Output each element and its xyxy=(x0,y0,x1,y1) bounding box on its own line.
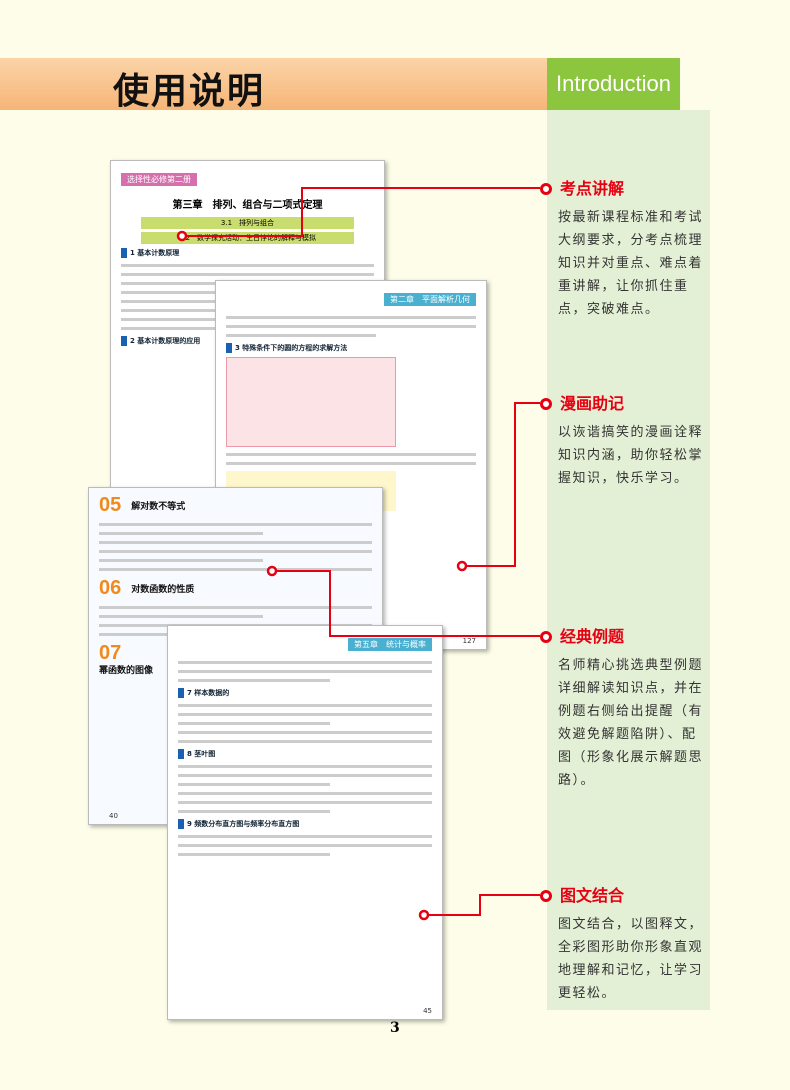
sample-page-4: 第五章 统计与概率 7 样本数据的 8 茎叶图 9 频数分布直方图与频率分布直方… xyxy=(167,625,443,1020)
feature-examples: 经典例题 名师精心挑选典型例题详细解读知识点，并在例题右侧给出提醒（有效避免解题… xyxy=(540,626,715,792)
introduction-label: Introduction xyxy=(547,58,680,110)
circle-bullet-icon xyxy=(540,398,552,410)
page-tag: 选择性必修第二册 xyxy=(121,173,197,186)
feature-text: 按最新课程标准和考试大纲要求，分考点梳理知识并对重点、难点着重讲解，让你抓住重点… xyxy=(558,210,704,317)
feature-exam-points: 考点讲解 按最新课程标准和考试大纲要求，分考点梳理知识并对重点、难点着重讲解，让… xyxy=(540,178,715,321)
section-title: 3.2 数学探究活动：生日悖论的解释与模拟 xyxy=(141,232,354,244)
knowledge-point: 7 样本数据的 xyxy=(178,688,432,698)
knowledge-point: 8 茎叶图 xyxy=(178,749,432,759)
section-title: 3.1 排列与组合 xyxy=(141,217,354,229)
circle-bullet-icon xyxy=(540,890,552,902)
feature-title: 考点讲解 xyxy=(560,179,625,198)
feature-title: 漫画助记 xyxy=(560,394,625,413)
feature-comics: 漫画助记 以诙谐搞笑的漫画诠释知识内涵，助你轻松掌握知识，快乐学习。 xyxy=(540,393,715,490)
feature-column xyxy=(547,110,710,1010)
knowledge-point: 9 频数分布直方图与频率分布直方图 xyxy=(178,819,432,829)
page-number: 3 xyxy=(390,1020,400,1036)
page-number: 127 xyxy=(462,637,476,645)
page-number: 40 xyxy=(109,812,118,820)
page-title: 使用说明 xyxy=(113,71,266,112)
feature-illustrations: 图文结合 图文结合，以图释文，全彩图形助你形象直观地理解和记忆，让学习更轻松。 xyxy=(540,885,715,1005)
chapter-title: 第三章 排列、组合与二项式定理 xyxy=(172,200,323,211)
circle-bullet-icon xyxy=(540,631,552,643)
circle-bullet-icon xyxy=(540,183,552,195)
feature-text: 以诙谐搞笑的漫画诠释知识内涵，助你轻松掌握知识，快乐学习。 xyxy=(558,425,704,486)
knowledge-point: 2 基本计数原理的应用 xyxy=(121,336,374,346)
feature-text: 名师精心挑选典型例题详细解读知识点，并在例题右侧给出提醒（有效避免解题陷阱）、配… xyxy=(558,658,704,788)
knowledge-point: 1 基本计数原理 xyxy=(121,248,374,258)
feature-title: 图文结合 xyxy=(560,886,625,905)
knowledge-point: 3 特殊条件下的圆的方程的求解方法 xyxy=(226,343,476,353)
page-number: 45 xyxy=(423,1007,432,1015)
feature-title: 经典例题 xyxy=(560,627,625,646)
feature-text: 图文结合，以图释文，全彩图形助你形象直观地理解和记忆，让学习更轻松。 xyxy=(558,917,704,1001)
page-tag: 第二章 平面解析几何 xyxy=(384,293,476,306)
header-band xyxy=(0,58,547,110)
page-tag: 第五章 统计与概率 xyxy=(348,638,432,651)
